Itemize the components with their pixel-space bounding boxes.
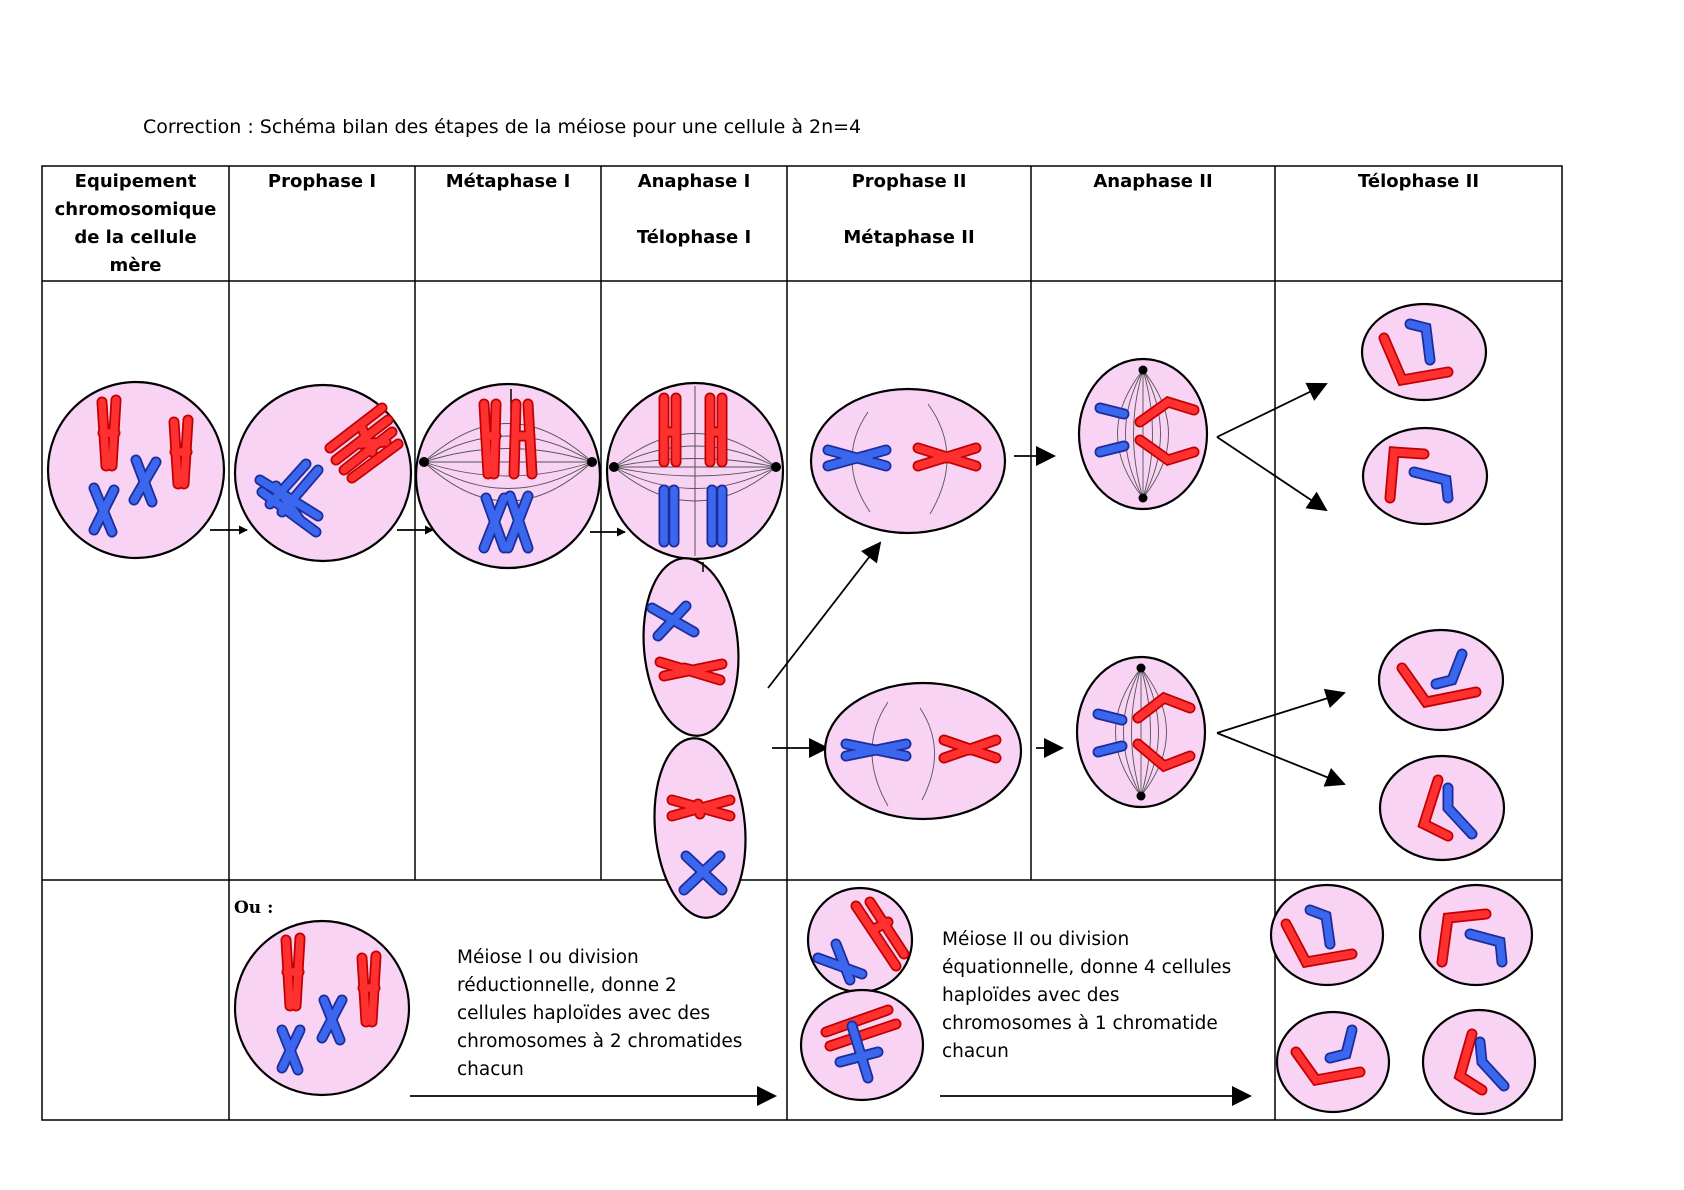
chromosome-red-left: [658, 392, 682, 468]
chromosome-blue: [822, 444, 892, 472]
bivalent-red: [324, 402, 404, 484]
prophase-1-cell: [233, 383, 413, 563]
ou-label: Ou :: [234, 898, 274, 918]
bivalent-blue: [254, 458, 324, 538]
prophase-2-cell-top: [809, 387, 1007, 535]
header-anaphase-2: Anaphase II: [1093, 171, 1213, 192]
spindle: [423, 423, 593, 502]
telophase-1-daughter-bottom: [653, 737, 747, 919]
anaphase-2-cell-top: [1077, 357, 1209, 511]
stage-table-grid: [41, 165, 1563, 1121]
meiosis-1-result-cell-top: [806, 886, 914, 994]
chromosome-red: [912, 442, 982, 472]
meiosis-2-result-cell-3: [1275, 1010, 1391, 1114]
haploid-cell-1: [1360, 302, 1488, 402]
haploid-cell-4: [1378, 754, 1506, 862]
chromosome-blue: [840, 738, 912, 762]
chromosome-blue-1: [88, 482, 120, 538]
chromosome-red-right: [704, 392, 728, 468]
meiosis-2-description: Méiose II ou division équationnelle, don…: [942, 929, 1232, 1062]
header-cell-mother: Equipement chromosomique de la cellule m…: [54, 171, 217, 276]
haploid-cell-3: [1377, 628, 1505, 732]
chromosome-red: [654, 656, 728, 686]
header-prophase-metaphase-2: Prophase II Métaphase II: [843, 171, 975, 248]
header-metaphase-1: Métaphase I: [445, 171, 571, 192]
chromatids-blue: [1092, 708, 1128, 758]
mother-cell: [46, 380, 226, 560]
chromatids-blue: [1094, 402, 1130, 458]
chromosome-red-2: [168, 414, 194, 490]
meiosis-1-description: Méiose I ou division réductionnelle, don…: [457, 947, 743, 1080]
chromatids-red: [1134, 395, 1200, 467]
chromatids-red: [1132, 691, 1196, 773]
meiosis-1-result-cell-bottom: [799, 988, 925, 1102]
chromosome-blue-right: [706, 484, 728, 548]
header-telophase-2: Télophase II: [1357, 171, 1480, 192]
anaphase-1-cell: [605, 381, 785, 561]
telophase-1-daughter-top: [642, 557, 740, 737]
chromosome-blue: [678, 850, 728, 896]
chromosome-red-1: [96, 394, 122, 472]
haploid-cell-2: [1361, 426, 1489, 526]
chromosome-blue: [646, 600, 700, 642]
diagram-title: Correction : Schéma bilan des étapes de …: [143, 116, 862, 138]
meiosis-2-result-cell-1: [1269, 883, 1385, 987]
meiosis-2-result-cell-4: [1421, 1008, 1537, 1116]
stage-arrows: [210, 382, 1346, 1106]
chromosome-blue-2: [128, 454, 162, 508]
metaphase-2-cell-bottom: [823, 681, 1023, 821]
chromosome-red: [938, 734, 1002, 764]
metaphase-1-cell: [414, 382, 602, 570]
bivalent-red: [478, 398, 538, 480]
chromosome-blue-left: [658, 484, 680, 548]
chromosome-red: [666, 794, 736, 822]
header-prophase-1: Prophase I: [267, 171, 377, 192]
meiosis-2-result-cell-2: [1418, 883, 1534, 987]
anaphase-2-cell-bottom: [1075, 655, 1207, 809]
bivalent-blue: [478, 490, 534, 554]
alternative-cell: [233, 919, 411, 1097]
header-anaphase-telophase-1: Anaphase I Télophase I: [636, 171, 752, 248]
